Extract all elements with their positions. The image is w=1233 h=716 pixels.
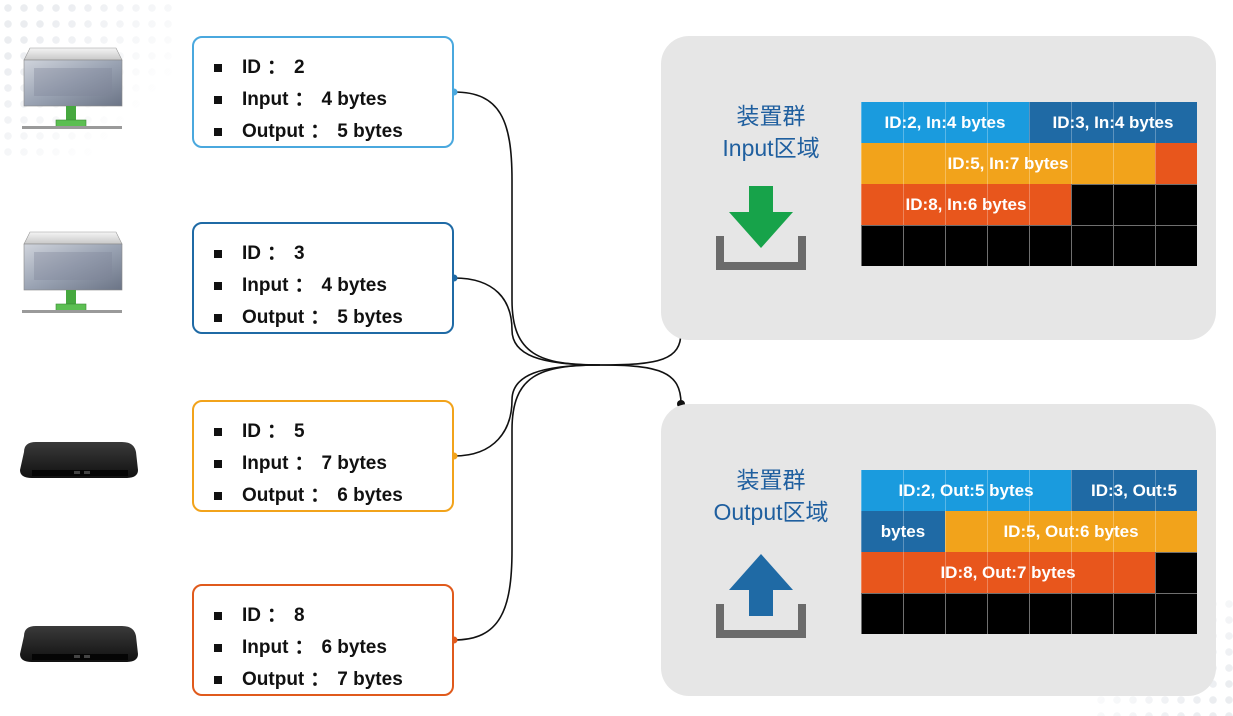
output-area-panel: 装置群 Output区域 ID:2, Out:5 bytes ID:3, Out…: [661, 404, 1216, 696]
connector-device-8: [453, 364, 601, 641]
output-segment-id5: ID:5, Out:6 bytes: [945, 511, 1197, 552]
device-output-item: Output：6 bytes: [212, 480, 452, 512]
download-icon: [716, 186, 806, 270]
output-segment-id8: ID:8, Out:7 bytes: [861, 552, 1155, 593]
server-icon: [18, 38, 128, 143]
server-icon: [18, 222, 128, 327]
connector-device-3: [453, 277, 601, 366]
panel-title-line: 装置群: [736, 103, 806, 129]
device-input-item: Input：4 bytes: [212, 270, 452, 302]
input-memory-grid: ID:2, In:4 bytes ID:3, In:4 bytes ID:5, …: [861, 102, 1197, 266]
input-segment-id3: ID:3, In:4 bytes: [1029, 102, 1197, 143]
connector-to-input-panel: [599, 331, 682, 366]
device-input-item: Input：7 bytes: [212, 448, 452, 480]
set-top-box-icon: [14, 430, 144, 490]
input-segment-id2: ID:2, In:4 bytes: [861, 102, 1029, 143]
device-id-item: ID：2: [212, 52, 452, 84]
device-info-box: ID：3 Input：4 bytes Output：5 bytes: [192, 222, 454, 334]
device-output-item: Output：5 bytes: [212, 302, 452, 334]
input-area-panel: 装置群 Input区域 ID:2, In:4 bytes ID:3, In:4 …: [661, 36, 1216, 340]
upload-icon: [716, 554, 806, 638]
device-input-item: Input：6 bytes: [212, 632, 452, 664]
device-info-box: ID：5 Input：7 bytes Output：6 bytes: [192, 400, 454, 512]
connector-device-5: [453, 364, 601, 457]
connector-device-2: [453, 91, 601, 366]
device-input-item: Input：4 bytes: [212, 84, 452, 116]
input-area-title: 装置群 Input区域: [681, 100, 861, 164]
output-memory-grid: ID:2, Out:5 bytes ID:3, Out:5 bytes ID:5…: [861, 470, 1197, 634]
set-top-box-icon: [14, 614, 144, 674]
device-output-item: Output：7 bytes: [212, 664, 452, 696]
output-area-title: 装置群 Output区域: [681, 464, 861, 528]
device-id-item: ID：5: [212, 416, 452, 448]
device-output-item: Output：5 bytes: [212, 116, 452, 148]
panel-title-line: Output区域: [713, 499, 829, 525]
output-segment-id2: ID:2, Out:5 bytes: [861, 470, 1071, 511]
connector-to-output-panel: [599, 364, 682, 405]
input-segment-id5: ID:5, In:7 bytes: [861, 143, 1155, 184]
device-id-item: ID：8: [212, 600, 452, 632]
output-segment-id3-cont: bytes: [861, 511, 945, 552]
input-segment-id8: ID:8, In:6 bytes: [861, 184, 1071, 225]
device-info-box: ID：2 Input：4 bytes Output：5 bytes: [192, 36, 454, 148]
device-id-item: ID：3: [212, 238, 452, 270]
device-info-box: ID：8 Input：6 bytes Output：7 bytes: [192, 584, 454, 696]
input-segment-id8-start: [1155, 143, 1197, 184]
panel-title-line: 装置群: [736, 467, 806, 493]
output-segment-id3: ID:3, Out:5: [1071, 470, 1197, 511]
panel-title-line: Input区域: [722, 135, 820, 161]
